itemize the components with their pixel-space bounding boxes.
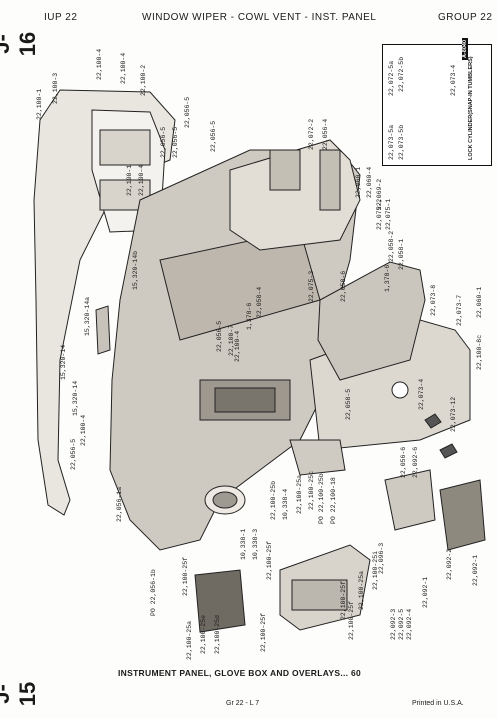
part-callout: 22,100-4: [96, 48, 103, 80]
inset-label: LOCK CYLINDER(SNAP-IN TUMBLERS): [468, 56, 474, 160]
footer-printed: Printed in U.S.A.: [412, 700, 464, 707]
inset-callout: 22,072-5b: [398, 56, 405, 92]
part-callout: 22,056-1a: [116, 486, 123, 522]
part-callout: 22,100-4: [120, 52, 127, 84]
part-callout: 22,058-6: [340, 270, 347, 302]
part-callout: 22,075-2: [376, 198, 383, 230]
part-callout: 22,100-25c: [308, 470, 315, 510]
part-callout: 22,100-25f: [340, 580, 347, 620]
part-callout: 22,073-4: [418, 378, 425, 410]
part-callout: 22,073-7: [456, 294, 463, 326]
part-callout: 22,100-25a: [296, 474, 303, 514]
part-callout: 22,100-3: [52, 72, 59, 104]
part-callout: PO 22,100-25b: [318, 473, 325, 524]
part-callout: 22,092-2: [446, 548, 453, 580]
inset-callout: 22,073-5b: [398, 124, 405, 160]
part-callout: PO 22,100-18: [330, 477, 337, 524]
part-callout: 22,100-25i: [372, 550, 379, 590]
part-callout: 22,100-4: [138, 164, 145, 196]
part-callout: 22,100-1: [36, 88, 43, 120]
inset-callout: 22,073-4: [450, 64, 457, 96]
part-callout: 15,320-14: [72, 380, 79, 416]
part-callout: 22,075-3: [308, 270, 315, 302]
part-callout: 22,092-1: [472, 554, 479, 586]
part-callout: 22,100-7: [228, 324, 235, 356]
part-callout: 22,100-25f: [348, 600, 355, 640]
lock-cylinder-inset: [382, 44, 492, 166]
part-callout: 22,056-6: [400, 446, 407, 478]
part-callout: 22,100-25a: [358, 570, 365, 610]
part-callout: 22,092-4: [406, 608, 413, 640]
part-callout: 15,320-14b: [132, 250, 139, 290]
part-callout: 22,092-5: [398, 608, 405, 640]
part-callout: 22,056-4: [322, 118, 329, 150]
part-callout: 22,056-5: [70, 438, 77, 470]
part-callout: 22,056-5: [184, 96, 191, 128]
part-callout: 22,058-2: [388, 230, 395, 262]
part-callout: 1,378-6: [246, 302, 253, 330]
part-callout: PO 22,056-1b: [150, 569, 157, 616]
part-callout: 22,100-25d: [214, 614, 221, 654]
glove-box-liner: [317, 261, 426, 381]
key-a: [424, 413, 442, 429]
part-callout: 10,338-4: [282, 488, 289, 520]
part-callout: 22,100-25b: [270, 480, 277, 520]
part-callout: 10,338-3: [252, 528, 259, 560]
inset-code: A-8040: [462, 37, 468, 60]
dash-pad-outline: [33, 89, 176, 516]
part-callout: 22,100-25f: [266, 540, 273, 580]
footer-page-ref: Gr 22 - L 7: [226, 700, 260, 707]
part-callout: 15,320-14a: [84, 296, 91, 336]
part-callout: 22,092-1: [422, 576, 429, 608]
part-callout: 22,073-12: [450, 396, 457, 432]
part-callout: 22,060-1: [476, 286, 483, 318]
part-callout: 22,056-5: [160, 126, 167, 158]
part-callout: 22,100-8c: [476, 334, 483, 370]
part-callout: 22,100-1: [126, 164, 133, 196]
header-title: WINDOW WIPER - COWL VENT - INST. PANEL: [142, 12, 377, 23]
part-callout: 22,073-8: [430, 284, 437, 316]
ash-tray: [439, 479, 486, 551]
part-callout: 22,072-2: [308, 118, 315, 150]
part-callout: 1,378-6: [384, 264, 391, 292]
part-callout: 15,320-14: [60, 344, 67, 380]
part-callout: 22,060-1: [355, 166, 362, 198]
part-callout: 22,058-4: [256, 286, 263, 318]
part-callout: 22,056-5: [210, 120, 217, 152]
part-callout: 22,100-4: [80, 414, 87, 446]
part-callout: 22,092-3: [390, 608, 397, 640]
part-callout: 22,100-25e: [200, 614, 207, 654]
part-callout: 22,075-1: [385, 198, 392, 230]
part-callout: 22,060-4: [366, 166, 373, 198]
part-callout: 22,056-5: [216, 320, 223, 352]
part-callout: 22,058-5: [345, 388, 352, 420]
inset-callout: 22,073-5a: [388, 124, 395, 160]
figure-caption: INSTRUMENT PANEL, GLOVE BOX AND OVERLAYS…: [118, 668, 362, 678]
part-callout: 22,100-2: [140, 64, 147, 96]
part-callout: 22,100-25f: [260, 612, 267, 652]
part-callout: 22,056-5: [172, 126, 179, 158]
part-callout: 22,100-25f: [182, 556, 189, 596]
inset-callout: 22,072-5a: [388, 60, 395, 96]
part-callout: 22,100-4: [234, 330, 241, 362]
part-callout: 22,100-25a: [186, 620, 193, 660]
header-model: IUP 22: [44, 12, 78, 23]
part-callout: 22,096-3: [378, 542, 385, 574]
lower-overlay-left: [194, 569, 246, 633]
part-callout: 10,338-1: [240, 528, 247, 560]
part-callout: 22,092-6: [412, 446, 419, 478]
header-group: GROUP 22: [438, 12, 493, 23]
key-b: [439, 443, 458, 459]
part-callout: 22,058-1: [398, 238, 405, 270]
